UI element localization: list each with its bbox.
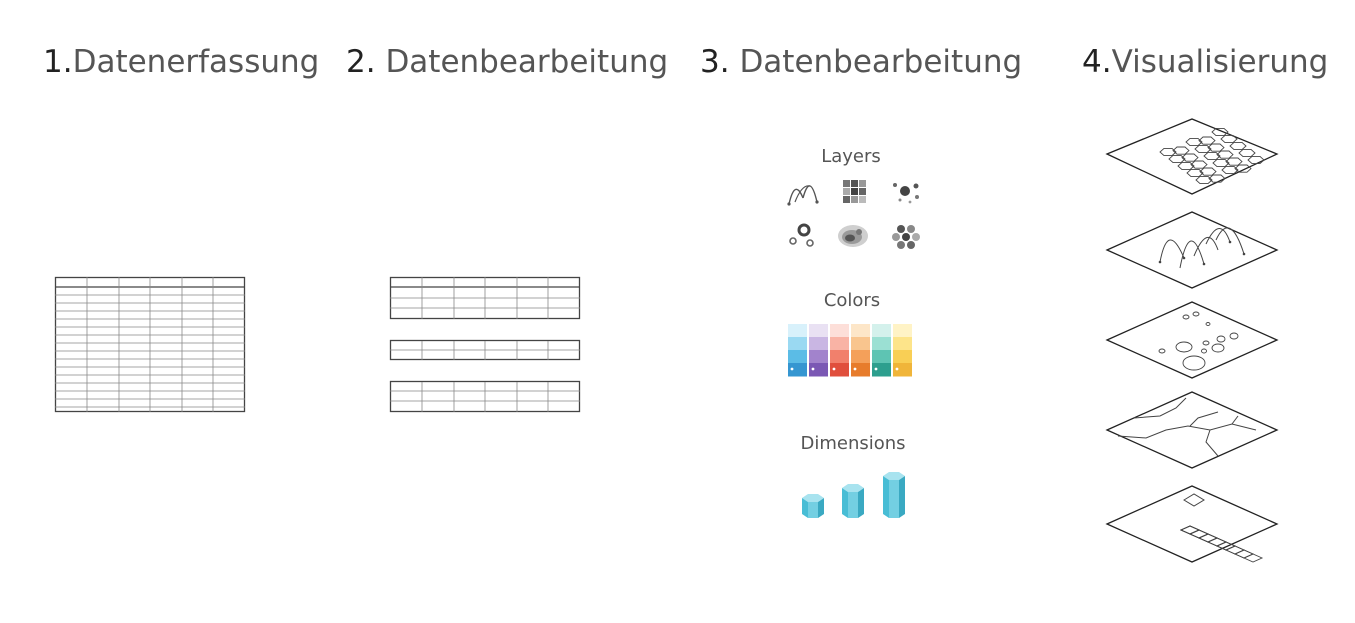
step-1-title: 1.Datenerfassung bbox=[43, 44, 319, 80]
palette-swatch bbox=[830, 350, 849, 364]
step-1-label: Datenerfassung bbox=[72, 44, 320, 80]
palette-swatch bbox=[809, 337, 828, 351]
palette-swatch bbox=[809, 363, 828, 377]
palette-swatch bbox=[893, 324, 912, 338]
grid-layer-icon bbox=[843, 180, 866, 203]
palette-swatch bbox=[872, 324, 891, 338]
palette-swatch bbox=[851, 324, 870, 338]
step-4-number: 4. bbox=[1082, 44, 1112, 80]
color-palettes bbox=[788, 324, 912, 377]
palette-swatch bbox=[851, 350, 870, 364]
palette-swatch bbox=[809, 324, 828, 338]
table-block-top bbox=[389, 276, 581, 320]
step-1-number: 1. bbox=[43, 44, 73, 80]
palette-swatch bbox=[830, 324, 849, 338]
step-2-number: 2. bbox=[346, 44, 376, 80]
medium-column-icon bbox=[842, 484, 864, 518]
palette-swatch bbox=[788, 363, 807, 377]
arc-layer-icon bbox=[787, 185, 819, 206]
path-layer-plane bbox=[1105, 391, 1279, 469]
step-2-label: Datenbearbeitung bbox=[385, 44, 669, 80]
short-column-icon bbox=[802, 494, 824, 518]
hexagon-layer-icon bbox=[892, 225, 920, 249]
scatter-layer-icon bbox=[893, 183, 919, 204]
palette-swatch bbox=[872, 363, 891, 377]
palette-swatch bbox=[872, 350, 891, 364]
palette-swatch bbox=[893, 350, 912, 364]
layers-label: Layers bbox=[821, 146, 881, 167]
colors-label: Colors bbox=[823, 290, 881, 311]
processed-tables-icon bbox=[389, 276, 581, 413]
hexagon-layer-plane bbox=[1105, 118, 1279, 195]
palette-swatch bbox=[788, 324, 807, 338]
table-block-bottom bbox=[389, 380, 581, 413]
step-3-label: Datenbearbeitung bbox=[739, 44, 1023, 80]
palette-swatch bbox=[830, 337, 849, 351]
scatter-circle-layer-plane bbox=[1105, 301, 1279, 379]
point-circle-layer-icon bbox=[789, 223, 814, 247]
table-block-middle bbox=[389, 339, 581, 361]
step-4-title: 4.Visualisierung bbox=[1082, 44, 1328, 80]
palette-swatch bbox=[893, 363, 912, 377]
step-3-number: 3. bbox=[700, 44, 730, 80]
palette-swatch bbox=[893, 337, 912, 351]
arc-layer-plane bbox=[1105, 211, 1279, 289]
palette-swatch bbox=[788, 337, 807, 351]
grid-layer-plane bbox=[1105, 485, 1279, 563]
palette-swatch bbox=[851, 363, 870, 377]
tall-column-icon bbox=[883, 472, 905, 518]
palette-swatch bbox=[788, 350, 807, 364]
step-3-title: 3. Datenbearbeitung bbox=[700, 44, 1022, 80]
heatmap-layer-icon bbox=[838, 225, 868, 247]
step-4-label: Visualisierung bbox=[1111, 44, 1329, 80]
raw-data-table-icon bbox=[54, 276, 246, 413]
palette-swatch bbox=[809, 350, 828, 364]
palette-swatch bbox=[851, 337, 870, 351]
palette-swatch bbox=[872, 337, 891, 351]
step-2-title: 2. Datenbearbeitung bbox=[346, 44, 668, 80]
dimensions-label: Dimensions bbox=[800, 433, 906, 454]
palette-swatch bbox=[830, 363, 849, 377]
